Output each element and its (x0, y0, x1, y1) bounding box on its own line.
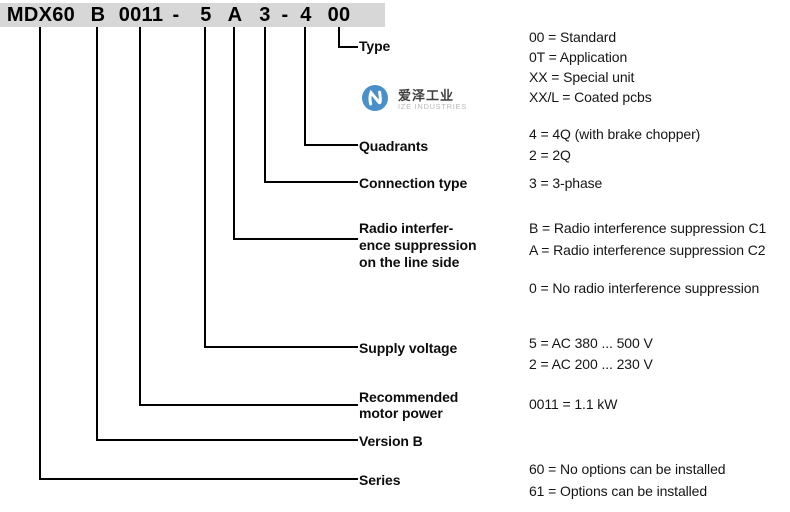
value-row: XX/L = Coated pcbs (529, 89, 652, 105)
value-row: 0 = No radio interference suppression (529, 280, 760, 296)
label-power: Recommended motor power (359, 389, 458, 421)
label-radio: Radio interfer- ence suppression on the … (359, 220, 477, 271)
code-segment-type: 00 (327, 4, 351, 26)
code-segment-radio: A (227, 4, 243, 26)
value-row: B = Radio interference suppression C1 (529, 220, 767, 236)
values-supply: 5 = AC 380 ... 500 V 2 = AC 200 ... 230 … (529, 333, 653, 375)
value-row: 3 = 3-phase (529, 175, 603, 191)
values-quadrants: 4 = 4Q (with brake chopper) 2 = 2Q (529, 124, 700, 166)
value-row: 00 = Standard (529, 29, 617, 45)
code-segment-quadrants: 4 (300, 4, 312, 26)
value-row: 2 = AC 200 ... 230 V (529, 356, 653, 372)
connector-type (338, 27, 358, 48)
values-connection: 3 = 3-phase (529, 173, 602, 194)
value-row: XX = Special unit (529, 69, 635, 85)
code-segment-version: B (90, 4, 106, 26)
code-segment-series: MDX60 (6, 4, 76, 26)
values-type: 00 = Standard 0T = Application XX = Spec… (529, 27, 652, 107)
code-segment-power: 0011 (118, 4, 164, 26)
value-row: 4 = 4Q (with brake chopper) (529, 126, 701, 142)
ize-logo-icon (362, 85, 388, 111)
label-version: Version B (359, 433, 423, 449)
connector-connection (264, 27, 358, 183)
value-row: A = Radio interference suppression C2 (529, 242, 766, 258)
values-radio: B = Radio interference suppression C1 A … (529, 217, 766, 261)
connector-series (39, 27, 358, 480)
label-power-line1: Recommended (359, 389, 459, 405)
code-separator: - (172, 4, 180, 26)
logo: 爱泽工业 IZE INDUSTRIES (360, 83, 470, 115)
label-type: Type (359, 38, 391, 54)
label-power-line2: motor power (359, 405, 443, 421)
label-connection: Connection type (359, 175, 468, 191)
value-row: 61 = Options can be installed (529, 483, 708, 499)
value-row: 2 = 2Q (529, 147, 571, 163)
code-separator: - (281, 4, 289, 26)
connector-supply (204, 27, 358, 348)
value-row: 60 = No options can be installed (529, 461, 726, 477)
value-row: 0T = Application (529, 49, 628, 65)
logo-cn-text: 爱泽工业 (398, 88, 455, 103)
connector-version (96, 27, 358, 441)
label-quadrants: Quadrants (359, 138, 429, 154)
code-segment-connection: 3 (259, 4, 271, 26)
label-series: Series (359, 472, 401, 488)
value-row: 0011 = 1.1 kW (529, 396, 618, 412)
logo-en-text: IZE INDUSTRIES (398, 102, 467, 111)
label-radio-line2: ence suppression (359, 237, 477, 253)
values-power: 0011 = 1.1 kW (529, 394, 617, 415)
connector-power (139, 27, 358, 406)
value-row: 5 = AC 380 ... 500 V (529, 335, 653, 351)
code-bar (0, 3, 385, 27)
label-radio-line1: Radio interfer- (359, 220, 454, 236)
values-series: 60 = No options can be installed 61 = Op… (529, 458, 726, 502)
connector-radio (233, 27, 358, 240)
code-segment-supply: 5 (200, 4, 212, 26)
label-radio-line3: on the line side (359, 254, 460, 270)
values-radio-extra: 0 = No radio interference suppression (529, 277, 759, 299)
connector-quadrants (304, 27, 358, 146)
label-supply: Supply voltage (359, 340, 458, 356)
